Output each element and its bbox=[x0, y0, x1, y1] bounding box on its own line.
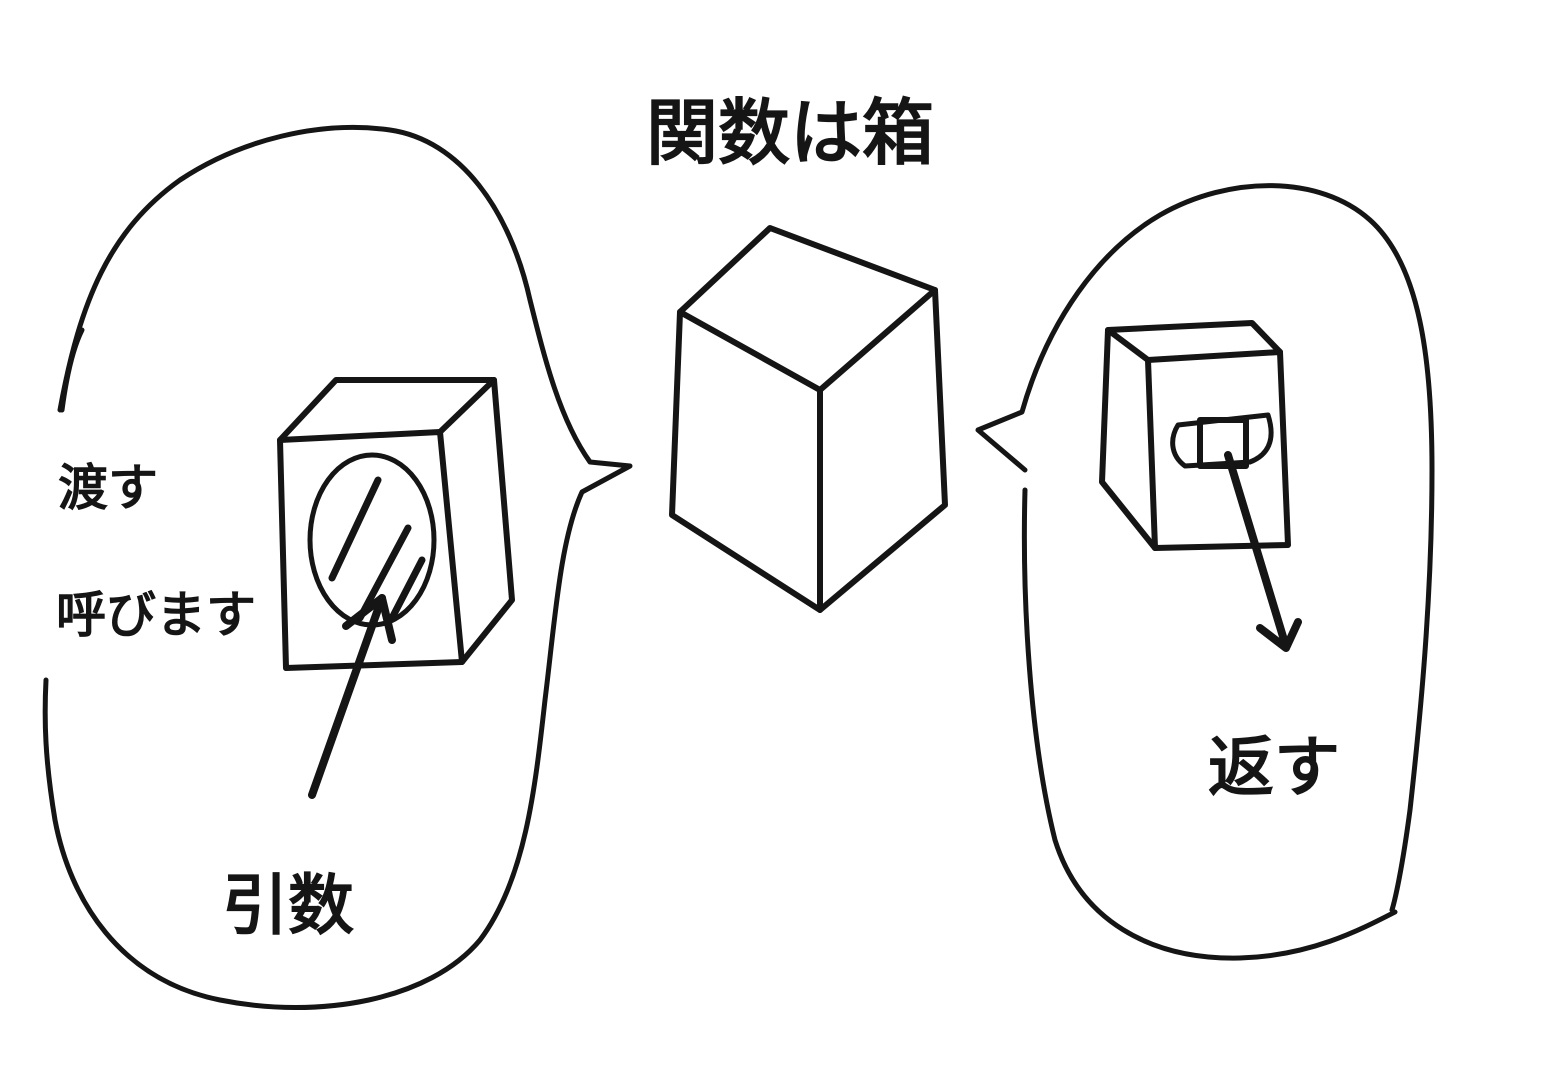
argument-slot-hatching bbox=[328, 476, 426, 622]
pass-label: 渡す bbox=[58, 459, 158, 517]
left-bubble-left-edge-stroke bbox=[59, 327, 85, 413]
diagram-title: 関数は箱 bbox=[646, 91, 934, 175]
left-speech-bubble bbox=[42, 124, 633, 1010]
return-value-block bbox=[1197, 417, 1249, 469]
return-box-side-face bbox=[1099, 327, 1158, 551]
function-box bbox=[669, 225, 948, 613]
argument-input-arrow bbox=[308, 594, 386, 799]
return-box bbox=[1099, 320, 1302, 652]
right-bubble-lower-edge bbox=[1021, 487, 1398, 961]
argument-arrow-head bbox=[342, 594, 396, 644]
argument-label: 引数 bbox=[222, 867, 354, 944]
argument-box-top-face bbox=[277, 377, 497, 443]
call-label: 呼びます bbox=[56, 586, 256, 644]
return-label: 返す bbox=[1208, 729, 1340, 806]
return-arrow-head bbox=[1256, 618, 1302, 652]
return-box-front-face bbox=[1145, 349, 1291, 551]
return-slot-opening bbox=[1170, 412, 1274, 469]
argument-box-side-face bbox=[459, 377, 515, 665]
return-output-arrow bbox=[1224, 451, 1288, 644]
argument-box bbox=[277, 377, 515, 799]
function-box-front-face bbox=[669, 309, 823, 613]
return-box-top-face bbox=[1105, 320, 1283, 363]
function-box-top-face bbox=[677, 225, 938, 393]
right-speech-bubble bbox=[975, 183, 1435, 913]
function-box-side-face bbox=[817, 287, 948, 613]
